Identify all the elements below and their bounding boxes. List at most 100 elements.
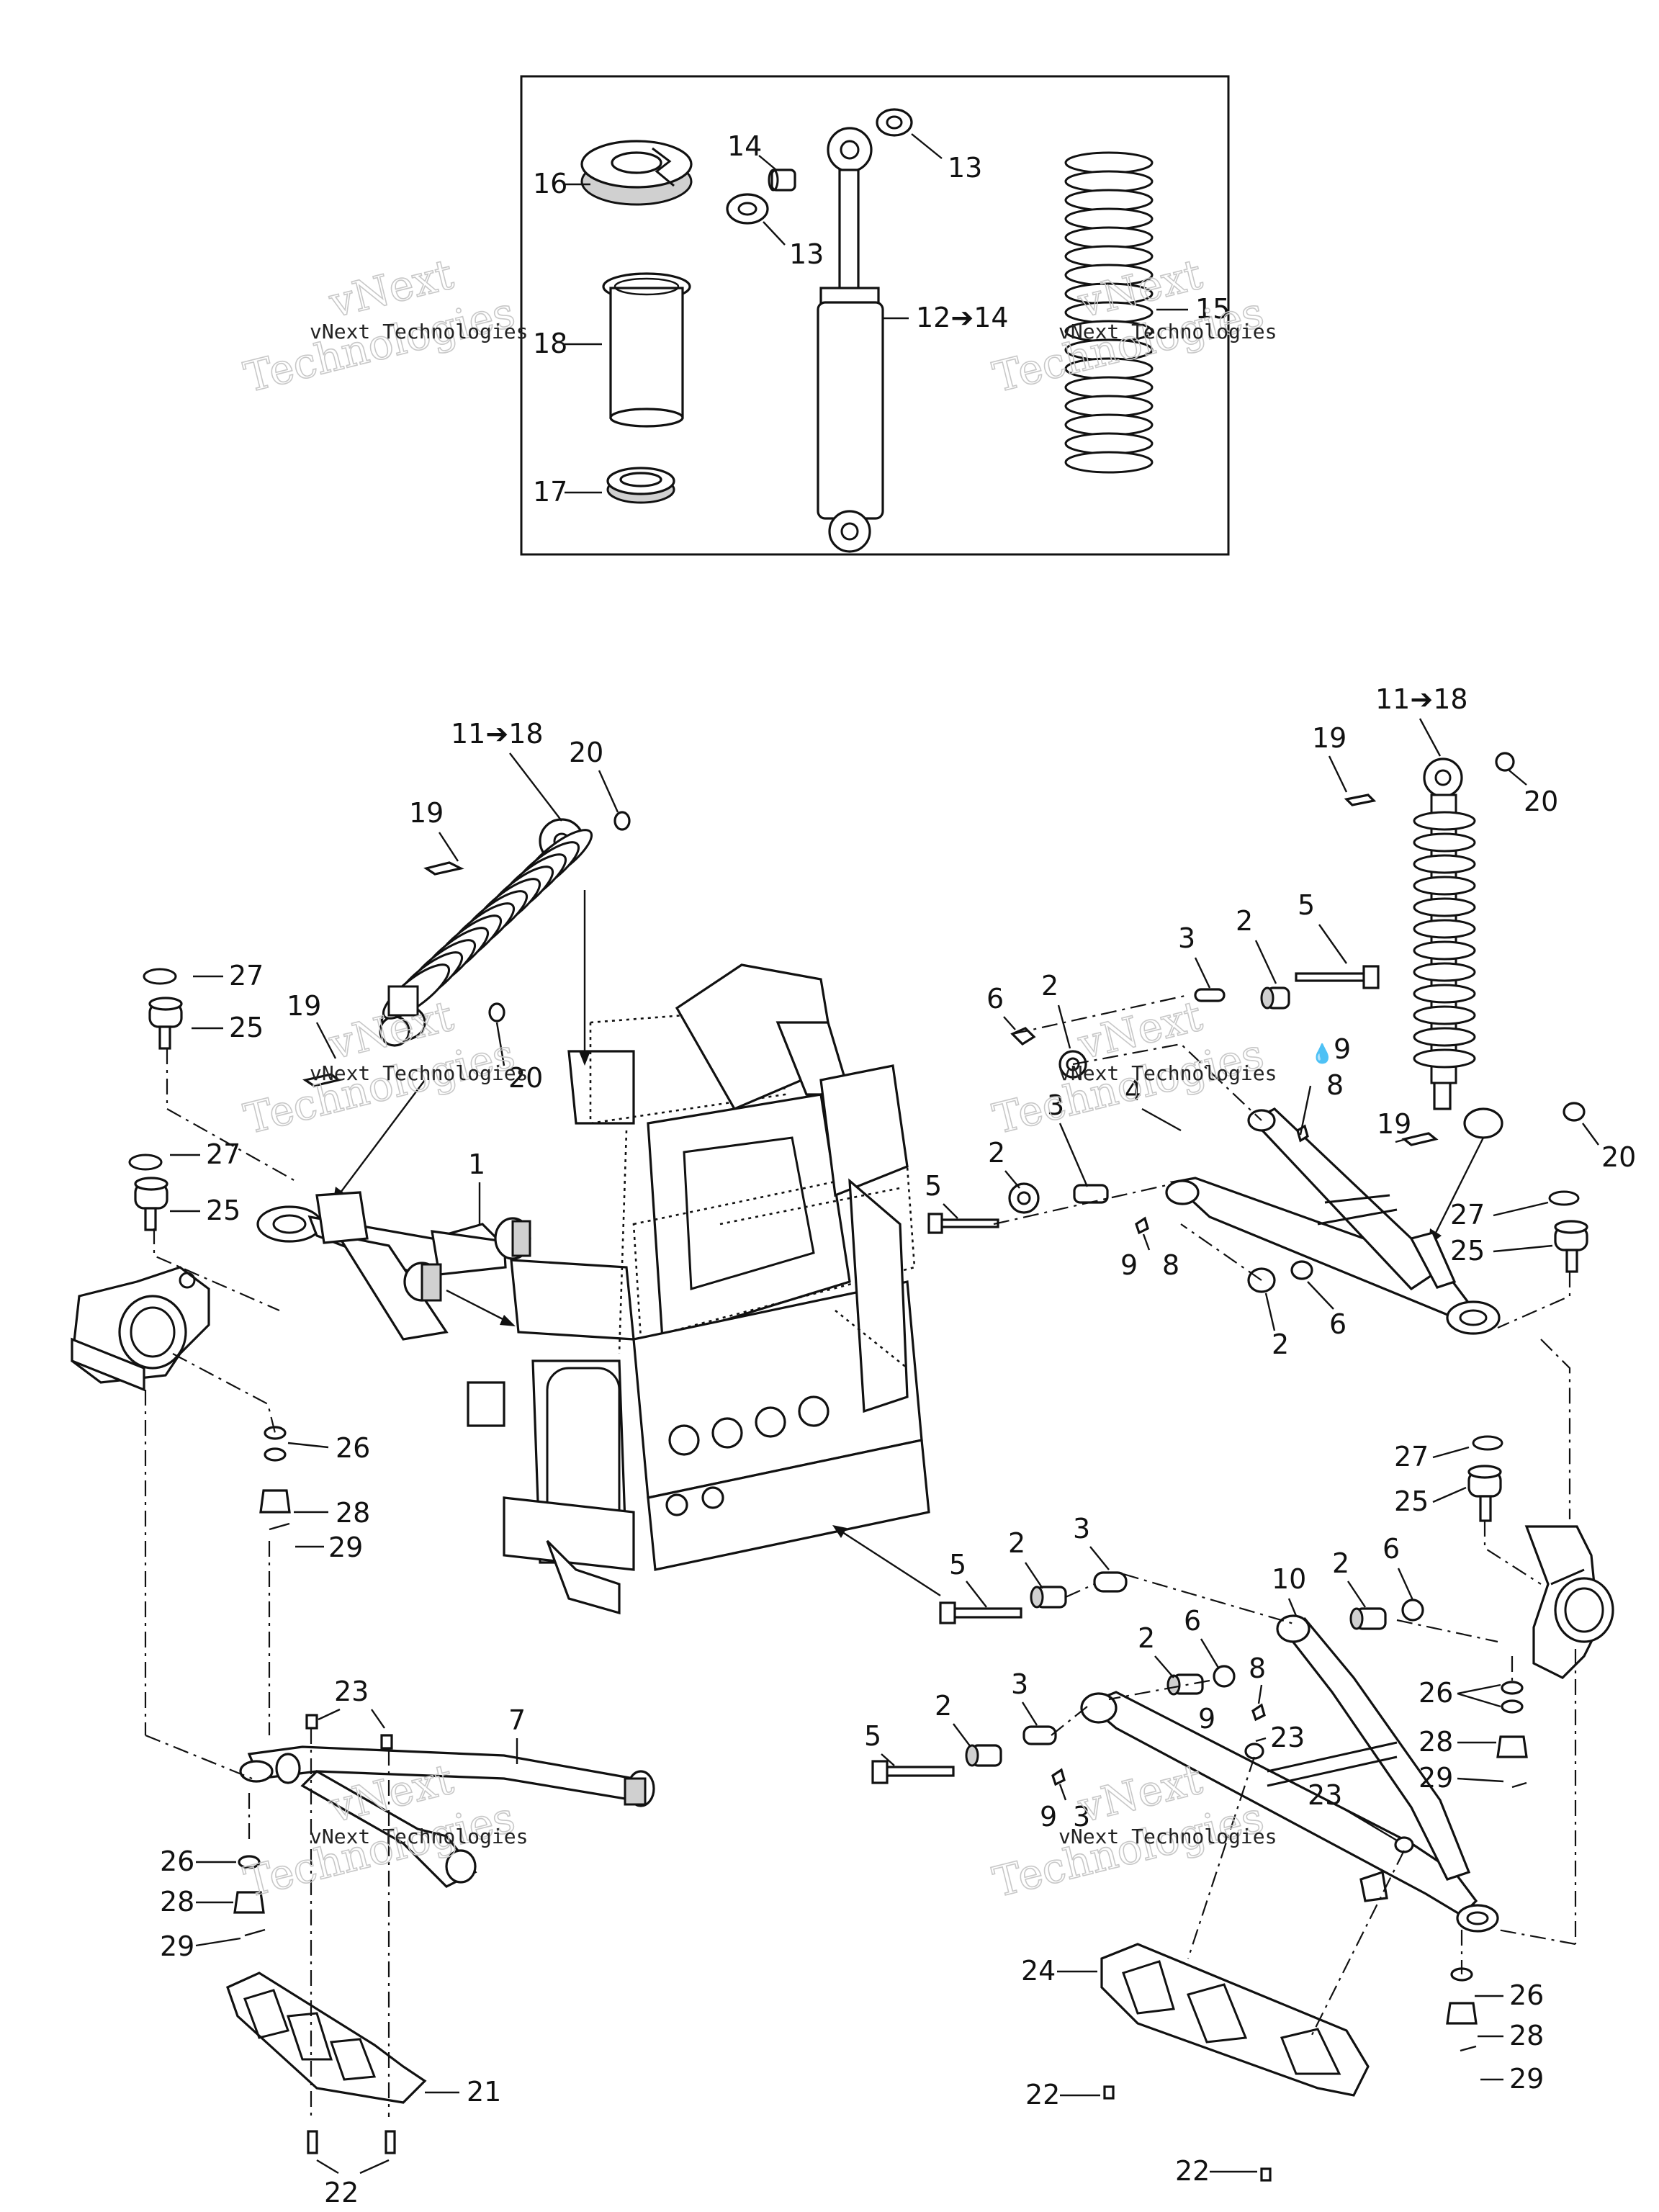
callout-25-right-lower: 25 — [1394, 1485, 1429, 1517]
callout-28-left-lower: 28 — [160, 1886, 194, 1917]
left-ball-joints — [128, 968, 183, 1231]
callout-11-18-left: 11➔18 — [451, 718, 544, 750]
callout-26-right-lower: 26 — [1509, 1979, 1544, 2011]
right-ball-joints — [1446, 1190, 1588, 2052]
callout-2-right-top: 2 — [1236, 905, 1253, 937]
callout-16: 16 — [533, 168, 567, 199]
callout-5-right-lower-top: 5 — [949, 1549, 966, 1581]
right-shock-coil — [1413, 897, 1476, 917]
callout-7: 7 — [508, 1704, 526, 1736]
callout-3-right-lower-top: 3 — [1073, 1513, 1090, 1545]
assembly-lines — [144, 994, 1577, 2117]
right-upper-hardware — [927, 965, 1380, 1293]
callout-27-left-top: 27 — [229, 960, 264, 992]
callout-5-right-lower-low: 5 — [864, 1720, 881, 1752]
callout-23-right-upper: 23 — [1270, 1722, 1305, 1753]
spring-coil — [1064, 432, 1154, 455]
right-shock-coil — [1413, 962, 1476, 982]
right-shock-coil — [1413, 811, 1476, 831]
callout-19-left-mid: 19 — [287, 990, 321, 1022]
callout-24: 24 — [1021, 1955, 1056, 1987]
right-lower-a-arm — [1080, 1614, 1499, 1933]
callout-27-right-lower: 27 — [1394, 1441, 1429, 1473]
svg-text:vNext Technologies: vNext Technologies — [1058, 1061, 1277, 1085]
right-shock-assembly — [1344, 752, 1586, 1146]
right-lower-callouts: 27 25 3 5 2 6 10 2 2 6 8 3 2 9 5 23 26 2… — [864, 1441, 1544, 2187]
callout-20-right-top: 20 — [1524, 786, 1558, 817]
right-shock-coil — [1413, 876, 1476, 896]
left-upper-a-arm — [256, 1191, 531, 1341]
svg-text:vNext Technologies: vNext Technologies — [1058, 320, 1277, 343]
callout-27-left-mid: 27 — [206, 1138, 240, 1170]
callout-3-right-lower-low: 3 — [1073, 1801, 1090, 1833]
callout-26-left: 26 — [336, 1432, 370, 1464]
spring-coil — [1064, 170, 1154, 193]
callout-2-right-lower-mid: 2 — [1138, 1622, 1155, 1654]
callout-17: 17 — [533, 476, 567, 508]
callout-19-left-top: 19 — [409, 797, 444, 829]
callout-9-right-lower-low: 9 — [1040, 1801, 1057, 1833]
spring-coil — [1064, 207, 1154, 230]
callout-22-right-lower: 22 — [1175, 2155, 1210, 2187]
spring-retainer-part — [580, 140, 693, 206]
callout-21: 21 — [467, 2076, 501, 2108]
callout-6-right-low: 6 — [1329, 1308, 1346, 1340]
spring-coil — [1064, 189, 1154, 212]
callout-23-left: 23 — [334, 1676, 369, 1707]
callout-22-left: 22 — [324, 2177, 359, 2208]
right-shock-coil — [1413, 919, 1476, 939]
left-callouts: 11➔18 20 19 27 25 19 20 27 25 1 26 28 29… — [160, 718, 619, 2208]
callout-5-right-top: 5 — [1298, 889, 1315, 921]
callout-4: 4 — [1125, 1075, 1142, 1107]
callout-9-right-lower-mid: 9 — [1198, 1703, 1215, 1735]
callout-29-right-lower: 29 — [1509, 2063, 1544, 2095]
callout-5-right-mid: 5 — [925, 1170, 942, 1202]
callout-3-right-mid: 3 — [1047, 1089, 1064, 1121]
callout-9-right-top: 9 — [1334, 1033, 1351, 1065]
right-shock-coil — [1413, 1027, 1476, 1047]
callout-3-right-lower-mid: 3 — [1011, 1668, 1028, 1700]
spring-coil — [1064, 151, 1154, 174]
callout-3-right-top: 3 — [1178, 922, 1195, 954]
svg-text:vNext Technologies: vNext Technologies — [310, 320, 528, 343]
right-upper-callouts: 11➔18 19 20 5 3 2 6 2 9 💧 8 4 3 19 20 5 … — [925, 683, 1636, 1360]
callout-26-right-upper: 26 — [1419, 1677, 1453, 1709]
left-steering-knuckle — [71, 1266, 210, 1392]
callout-1: 1 — [468, 1148, 485, 1180]
callout-22-right-upper: 22 — [1025, 2079, 1060, 2110]
callout-29-right-upper: 29 — [1419, 1762, 1453, 1794]
callout-20-right-mid: 20 — [1601, 1141, 1636, 1173]
callout-29-left: 29 — [328, 1532, 363, 1563]
callout-19-right-top: 19 — [1312, 722, 1346, 754]
vehicle-frame — [467, 963, 930, 1615]
svg-text:vNext Technologies: vNext Technologies — [1058, 1825, 1277, 1848]
right-shock-coil — [1413, 1048, 1476, 1069]
callout-2-right-lower-upper: 2 — [1332, 1547, 1349, 1579]
callout-8-right-mid: 8 — [1162, 1249, 1179, 1281]
callout-28-right-upper: 28 — [1419, 1726, 1453, 1758]
right-shock-coil — [1413, 1005, 1476, 1025]
callout-23-right-lower: 23 — [1308, 1779, 1342, 1811]
callout-26-left-lower: 26 — [160, 1845, 194, 1877]
callout-19-right-mid: 19 — [1377, 1108, 1411, 1140]
callout-14: 14 — [727, 130, 762, 162]
callout-9-right-mid: 9 — [1120, 1249, 1138, 1281]
bump-sleeve-part — [602, 272, 691, 428]
callout-18: 18 — [533, 328, 567, 359]
spring-coil — [1064, 226, 1154, 249]
callout-11-18-right: 11➔18 — [1375, 683, 1468, 715]
callout-10: 10 — [1272, 1563, 1306, 1595]
right-shock-coil — [1413, 940, 1476, 961]
grease-symbol: 💧 — [1310, 1043, 1334, 1065]
callout-28-right-lower: 28 — [1509, 2020, 1544, 2051]
callout-20-left-mid: 20 — [508, 1062, 543, 1094]
callout-2-right-mid: 2 — [988, 1137, 1005, 1169]
left-lower-a-arm — [239, 1714, 655, 1888]
callout-25-right-top: 25 — [1450, 1235, 1485, 1267]
callout-25-left-mid: 25 — [206, 1195, 240, 1226]
callout-15: 15 — [1195, 293, 1230, 325]
callout-8-right-top: 8 — [1326, 1069, 1344, 1101]
